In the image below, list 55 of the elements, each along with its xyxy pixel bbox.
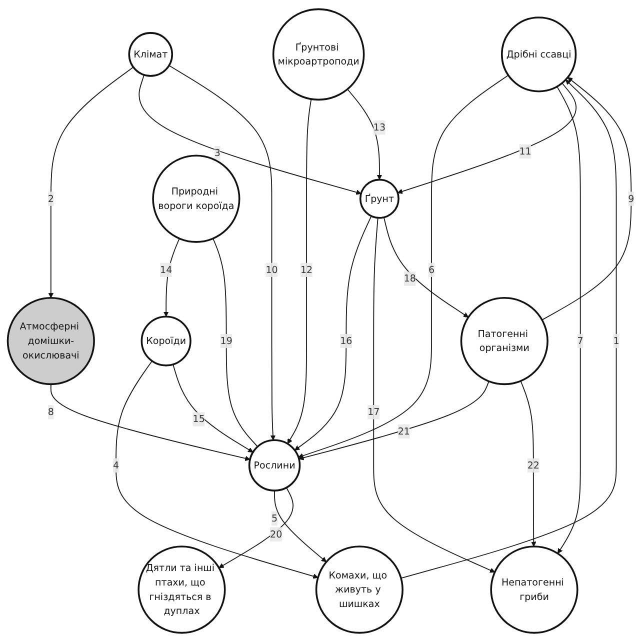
edge-label: 3 [214,146,220,158]
node-circle: Атмосферні домішки-окислювачі [6,296,95,385]
node-circle: Клімат [128,32,174,76]
connector [212,238,258,447]
node-circle: Дятли та інші птахи, що гніздяться в дуплах [138,545,226,634]
arrow [298,380,490,460]
node-circle: Комахи, що живуть у шишках [315,545,404,634]
arrow [163,238,180,316]
edge-label: 17 [368,406,380,418]
edge-label: 19 [220,334,232,346]
edge-label: 16 [340,334,352,346]
arrow [294,215,372,450]
node-circle: Ґрунтові мікроартроподи [272,8,365,100]
edge-label: 21 [398,424,410,436]
edge-label: 6 [428,263,435,275]
arrow [400,79,617,578]
edge-label: 2 [48,192,54,204]
arrow [172,363,254,452]
arrow [542,76,632,320]
edge-label: 20 [270,528,282,540]
arrow [373,216,496,572]
edge-label: 14 [160,263,172,275]
arrow [520,380,536,546]
arrow [116,360,318,578]
edge-label: 13 [373,121,386,133]
arrow [48,66,134,298]
arrow [397,82,577,194]
edge-label: 9 [628,192,634,204]
arrow [218,486,294,568]
node-circle: Дрібні ссавці [500,16,577,92]
node-circle: Патогенні організми [460,296,548,385]
arrow [556,86,581,554]
edge-label: 22 [527,458,540,470]
arrow [138,74,362,194]
edge-label: 5 [272,512,278,524]
arrow [347,88,382,180]
node-circle: Непатогенні гриби [490,545,578,634]
arrow [50,383,250,460]
edge-label: 7 [577,334,584,346]
arrow [168,64,276,440]
edge-label: 12 [300,263,313,275]
arrow [383,216,469,318]
arrow [274,490,327,562]
arrow [287,98,312,444]
edge-label: 18 [404,272,416,284]
edge-label: 4 [112,458,119,470]
arrow [298,74,509,458]
node-circle: Короїди [140,315,192,366]
node-circle: Ґрунт [359,178,400,218]
edge-label: 8 [48,406,54,418]
edge-label: 15 [192,412,205,424]
edge-label: 11 [519,144,532,156]
edge-label: 1 [613,334,620,346]
edge-label: 10 [266,263,278,275]
node-circle: Рослини [248,438,301,491]
